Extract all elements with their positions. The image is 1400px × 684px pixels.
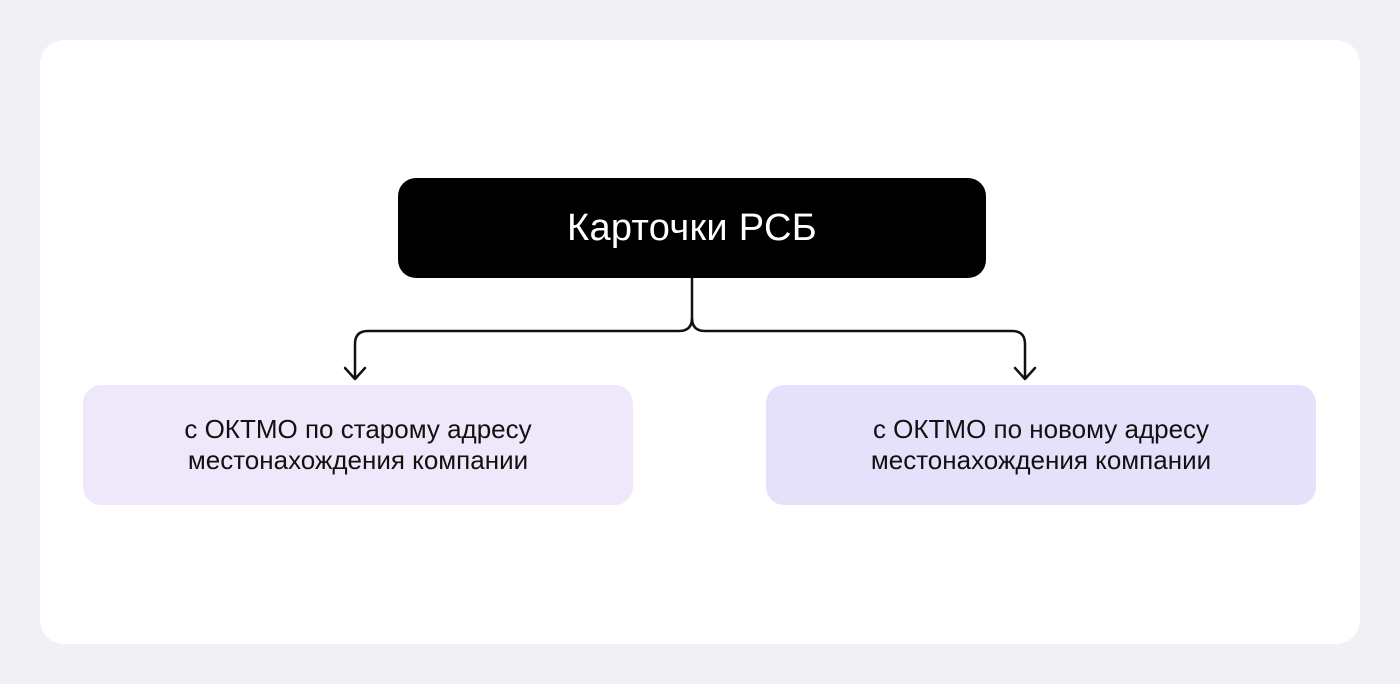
child-node-label: с ОКТМО по новому адресу местонахождения… bbox=[870, 414, 1212, 475]
diagram-card bbox=[40, 40, 1360, 644]
child-node-old-address: с ОКТМО по старому адресу местонахождени… bbox=[83, 385, 633, 505]
child-node-label: с ОКТМО по старому адресу местонахождени… bbox=[184, 414, 532, 475]
root-node-label: Карточки РСБ bbox=[567, 206, 817, 249]
root-node: Карточки РСБ bbox=[398, 178, 986, 278]
child-node-new-address: с ОКТМО по новому адресу местонахождения… bbox=[766, 385, 1316, 505]
